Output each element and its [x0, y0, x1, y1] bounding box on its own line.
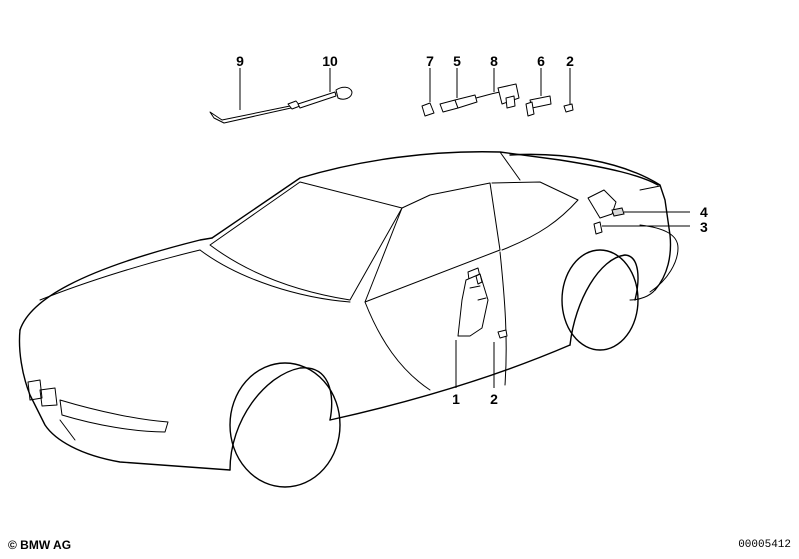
callout-5: 5	[453, 53, 461, 69]
part-5-connector	[439, 68, 478, 113]
part-7-clip	[421, 68, 435, 117]
part-2-screw-door	[493, 329, 508, 388]
copyright-label: © BMW AG	[8, 538, 72, 552]
callout-9: 9	[236, 53, 244, 69]
part-9-rod	[209, 68, 292, 124]
callout-2-top: 2	[566, 53, 574, 69]
callout-10: 10	[322, 53, 338, 69]
part-1-control-unit	[455, 273, 489, 388]
part-3-screw	[593, 221, 690, 235]
callout-8: 8	[490, 53, 498, 69]
callout-3: 3	[700, 219, 708, 235]
part-10-cable	[287, 68, 353, 110]
callout-7: 7	[426, 53, 434, 69]
part-8-sensor	[475, 68, 520, 109]
callout-2-bottom: 2	[490, 391, 498, 407]
callout-6: 6	[537, 53, 545, 69]
car-outline	[18, 151, 679, 488]
part-2-screw-top	[563, 68, 574, 113]
callout-4: 4	[700, 204, 708, 220]
part-4-sensor-rear	[587, 189, 690, 219]
part-6-bracket	[525, 68, 552, 117]
callout-1: 1	[452, 391, 460, 407]
diagram-number: 00005412	[738, 539, 791, 551]
